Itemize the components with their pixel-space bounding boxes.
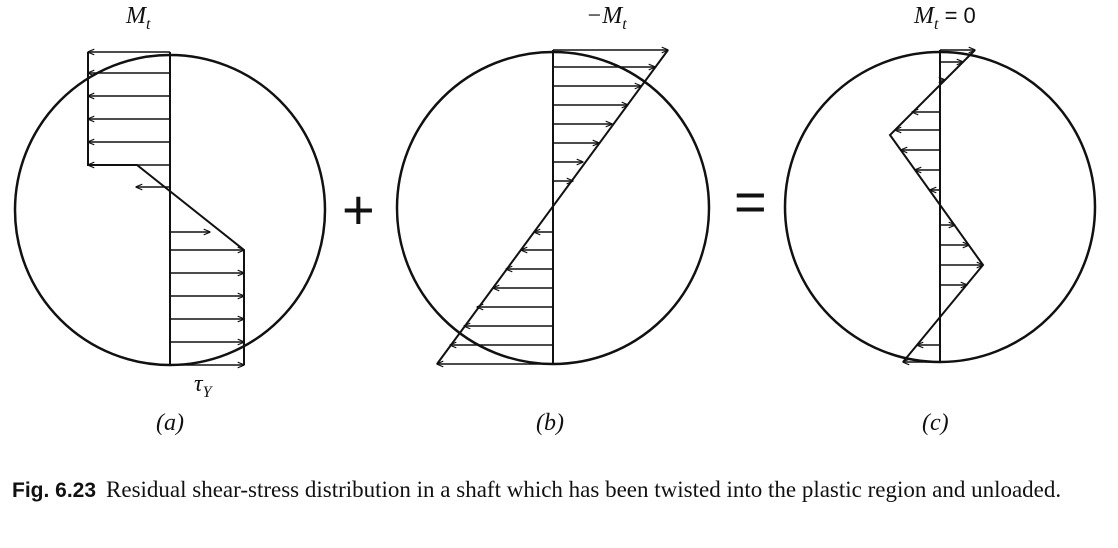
moment-label-b: −Mt xyxy=(586,3,627,33)
panel-caption-a: (a) xyxy=(156,410,184,436)
panel-a xyxy=(13,52,327,365)
moment-label-c: Mt = 0 xyxy=(914,3,976,33)
panel-c xyxy=(783,49,1097,363)
stress-profile-b xyxy=(436,49,669,365)
yield-stress-label: τY xyxy=(194,371,212,401)
panel-caption-b: (b) xyxy=(536,410,564,436)
stress-arrows-b xyxy=(437,50,668,364)
stress-profile-c xyxy=(888,49,985,363)
figure-number: Fig. 6.23 xyxy=(12,479,97,502)
panel-b xyxy=(395,49,711,365)
moment-label-a: Mt xyxy=(126,3,151,33)
figure-caption: Fig. 6.23 Residual shear-stress distribut… xyxy=(12,474,1108,506)
stress-arrows-a xyxy=(88,52,244,365)
figure-caption-text: Residual shear-stress distribution in a … xyxy=(106,477,1062,502)
panel-caption-c: (c) xyxy=(922,410,949,436)
equals-operator: = xyxy=(734,170,767,233)
plus-operator: + xyxy=(342,178,375,241)
shaft-stress-diagram xyxy=(13,0,1097,440)
stress-profile-a xyxy=(87,52,245,365)
stress-arrows-c xyxy=(895,50,983,362)
